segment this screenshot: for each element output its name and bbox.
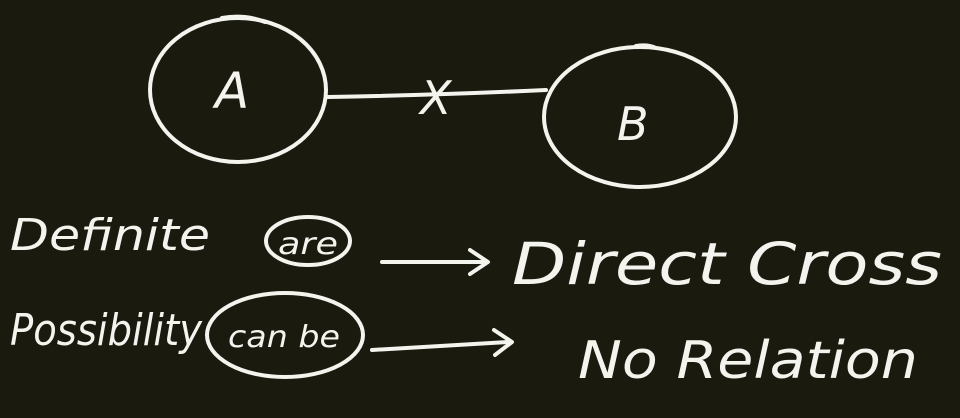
- node-a: A: [148, 14, 328, 164]
- rule-definite-arrow-head: [468, 248, 490, 276]
- rule-possibility-circled-word: can be: [228, 320, 340, 355]
- rule-definite-result: Direct Cross: [512, 230, 942, 298]
- rule-possibility-arrow-head: [492, 328, 514, 357]
- node-b-label: B: [617, 97, 649, 151]
- node-a-overstroke: [220, 14, 267, 24]
- rule-definite-condition: Definite: [10, 210, 210, 261]
- rule-possibility-condition: Possibility: [10, 305, 203, 356]
- edge-a-b: X: [326, 71, 548, 125]
- edge-line: [326, 88, 548, 99]
- node-b: B: [542, 43, 738, 189]
- rule-definite-circled-word: are: [278, 227, 338, 262]
- rule-possibility-circle: [205, 291, 365, 379]
- rule-possibility-result: No Relation: [578, 331, 918, 391]
- node-b-overstroke: [634, 43, 658, 50]
- edge-cross-mark: X: [418, 71, 453, 125]
- rule-definite: Definite are Direct Cross: [10, 210, 942, 298]
- node-a-label: A: [212, 62, 249, 120]
- rule-possibility: Possibility can be No Relation: [10, 291, 918, 391]
- rule-possibility-arrow-shaft: [370, 340, 510, 352]
- rule-definite-circle: [264, 215, 352, 267]
